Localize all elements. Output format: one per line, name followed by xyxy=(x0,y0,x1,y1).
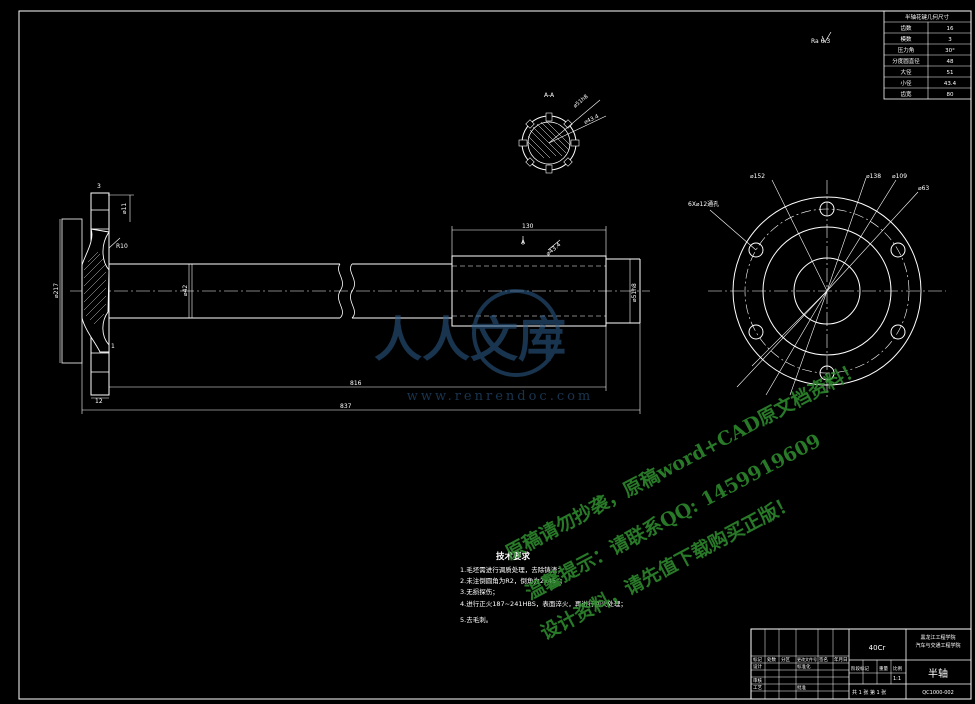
tech-item: 3.无损探伤； xyxy=(460,587,499,596)
front-view xyxy=(59,192,650,414)
tb-scale-label: 比例 xyxy=(893,665,902,672)
drawing-border xyxy=(18,10,972,700)
spline-value: 43.4 xyxy=(944,81,957,87)
tb-school-1: 黑龙江工程学院 xyxy=(920,634,955,641)
front-view-dims: 3 ⌀11 R10 ⌀217 ⌀42 130 A ⌀43.4 ⌀51h8 1 8… xyxy=(53,183,638,410)
tech-item: 1.毛坯需进行调质处理，去除铸渣； xyxy=(460,565,564,574)
tb-left-label: 工艺 xyxy=(753,685,762,691)
dim-shaft-dia: ⌀42 xyxy=(182,285,189,296)
dim-spline-detail: ⌀43.4 xyxy=(545,241,563,257)
tb-label: 分区 xyxy=(781,656,790,663)
section-aa: A-A ⌀51h8 ⌀43.4 xyxy=(518,92,607,174)
spline-value: 80 xyxy=(947,92,954,98)
dim-d63: ⌀63 xyxy=(918,185,929,192)
tb-label: 更改文件号 xyxy=(797,656,817,662)
dim-flange-thick: 3 xyxy=(97,183,101,190)
spline-value: 16 xyxy=(947,26,954,32)
spline-param: 模数 xyxy=(900,35,912,43)
tb-scale: 1:1 xyxy=(893,676,901,682)
tb-material: 40Cr xyxy=(869,644,886,652)
spline-table-title: 半轴花键几何尺寸 xyxy=(905,13,950,21)
tech-requirements: 技术要求 1.毛坯需进行调质处理，去除铸渣； 2.未注倒圆角为R2，倒角为2x4… xyxy=(460,551,627,624)
tb-weight-label: 重量 xyxy=(879,665,888,672)
dim-spline-dia: ⌀51h8 xyxy=(631,283,638,302)
tb-left-label: 审核 xyxy=(753,677,762,684)
dim-flange-dia: ⌀217 xyxy=(53,283,60,298)
watermark-url: www.renrendoc.com xyxy=(407,389,594,404)
spline-param: 齿数 xyxy=(900,24,912,32)
title-block xyxy=(750,628,972,700)
tb-label: 处数 xyxy=(767,656,776,663)
tech-item: 5.去毛刺。 xyxy=(460,615,492,624)
section-mark-a: A xyxy=(521,239,526,246)
tb-part-name: 半轴 xyxy=(928,667,948,680)
tb-left-label: 批准 xyxy=(797,684,806,691)
section-label: A-A xyxy=(544,92,555,99)
section-dim-outer: ⌀51h8 xyxy=(572,93,589,109)
spline-param: 小径 xyxy=(900,79,912,87)
tb-drawing-no: QC1000-002 xyxy=(922,690,954,696)
spline-param: 齿宽 xyxy=(900,90,912,98)
watermark-notice-1: 原稿请勿抄袭，原稿word+CAD原文档资料！ xyxy=(502,357,866,565)
spline-value: 51 xyxy=(947,70,954,76)
dim-d152: ⌀152 xyxy=(750,173,765,180)
tb-school-2: 汽车与交通工程学院 xyxy=(915,642,960,649)
tb-label: 标记 xyxy=(753,656,762,663)
dim-overall: 837 xyxy=(340,403,352,410)
tech-title: 技术要求 xyxy=(496,551,531,562)
dim-bolt-hole: ⌀11 xyxy=(121,203,128,214)
dim-spline-len: 130 xyxy=(522,223,534,230)
dim-holes: 6X⌀12通孔 xyxy=(688,200,719,208)
section-dim-inner: ⌀43.4 xyxy=(583,114,600,126)
tech-item: 2.未注倒圆角为R2，倒角为2x45°； xyxy=(460,576,566,585)
tech-item: 4.进行正火187~241HBS，表面淬火，再进行回火处理； xyxy=(460,599,627,608)
roughness-note: Ra 6.3 xyxy=(811,38,830,45)
dim-step: 1 xyxy=(111,343,115,350)
spline-param: 压力角 xyxy=(898,46,915,54)
dim-d109: ⌀109 xyxy=(892,173,907,180)
roughness-symbol: Ra 6.3 xyxy=(811,31,832,45)
spline-table: 半轴花键几何尺寸 齿数 16 模数 3 压力角 30° 分度圆直径 48 大径 … xyxy=(883,10,972,100)
side-view xyxy=(708,177,946,400)
title-block-text: 标记 处数 分区 更改文件号 签名 年月日 设计 审核 工艺 标准化 批准 阶段… xyxy=(753,634,961,696)
watermark-logo-text: 人人文库 xyxy=(374,312,566,368)
spline-value: 3 xyxy=(948,37,952,43)
dim-radius: R10 xyxy=(116,243,128,250)
tb-label: 签名 xyxy=(819,656,828,663)
watermark-logo: 人人文库 www.renrendoc.com xyxy=(374,289,594,404)
spline-param: 大径 xyxy=(900,68,912,76)
tb-left-label: 标准化 xyxy=(797,663,811,670)
dim-flange-w: 12 xyxy=(95,398,103,405)
side-view-dims: ⌀152 ⌀138 ⌀109 ⌀63 6X⌀12通孔 xyxy=(688,173,929,208)
dim-d138: ⌀138 xyxy=(866,173,881,180)
spline-value: 30° xyxy=(945,48,955,54)
tb-left-label: 设计 xyxy=(753,663,762,670)
spline-value: 48 xyxy=(947,59,954,65)
tb-stage-label: 阶段标记 xyxy=(851,665,869,672)
tb-label: 年月日 xyxy=(834,656,848,663)
spline-param: 分度圆直径 xyxy=(892,57,920,65)
dim-overall-inner: 816 xyxy=(350,380,362,387)
tb-sheet: 共 1 张 第 1 张 xyxy=(852,689,886,696)
